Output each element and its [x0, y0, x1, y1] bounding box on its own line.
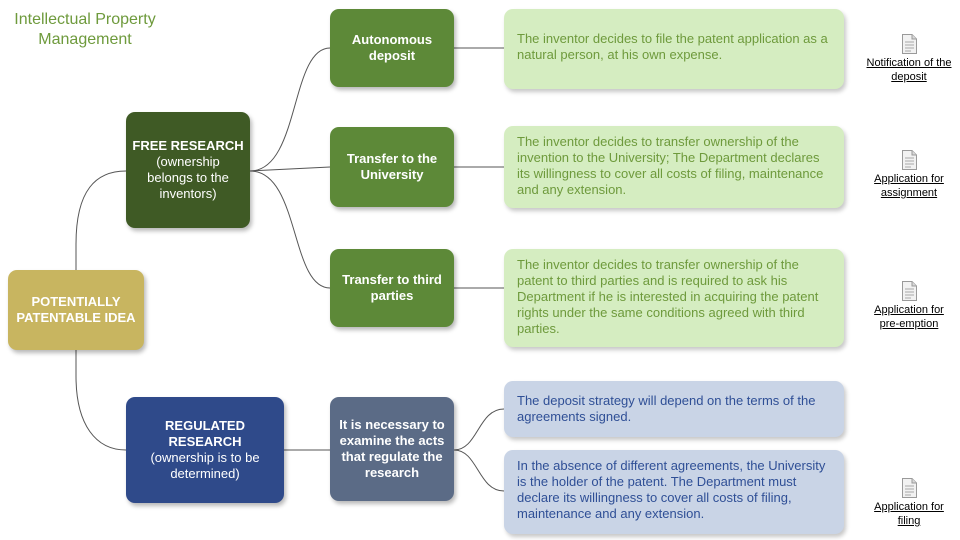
free-research-node: FREE RESEARCH (ownership belongs to the …: [126, 112, 250, 228]
autonomous-deposit-node: Autonomous deposit: [330, 9, 454, 87]
connector-free-third: [249, 170, 331, 289]
regulated-research-note: (ownership is to be determined): [150, 450, 260, 481]
university-description: The inventor decides to transfer ownersh…: [504, 126, 844, 208]
document-icon: [902, 34, 917, 54]
document-filing[interactable]: Application for filing: [864, 478, 954, 528]
document-assignment[interactable]: Application for assignment: [864, 150, 954, 200]
regulated-research-node: REGULATED RESEARCH (ownership is to be d…: [126, 397, 284, 503]
connector-root-free: [75, 170, 127, 270]
application-pre-emption-link[interactable]: Application for pre-emption: [874, 304, 944, 330]
application-assignment-link[interactable]: Application for assignment: [874, 173, 944, 199]
diagram-title: Intellectual Property Management: [14, 11, 156, 48]
connector-examine-strategy: [453, 408, 505, 451]
connector-examine-absence: [453, 449, 505, 492]
examine-acts-label: It is necessary to examine the acts that…: [339, 417, 445, 480]
free-research-heading: FREE RESEARCH: [132, 138, 244, 153]
strategy-description: The deposit strategy will depend on the …: [504, 381, 844, 437]
application-filing-link[interactable]: Application for filing: [874, 501, 944, 527]
document-notification[interactable]: Notification of the deposit: [864, 34, 954, 84]
transfer-third-parties-label: Transfer to third parties: [342, 272, 442, 303]
connector-free-autonomous: [249, 47, 331, 172]
root-label: POTENTIALLY PATENTABLE IDEA: [16, 294, 136, 325]
document-pre-emption[interactable]: Application for pre-emption: [864, 281, 954, 331]
transfer-university-node: Transfer to the University: [330, 127, 454, 207]
document-icon: [902, 478, 917, 498]
connector-free-university: [249, 166, 331, 172]
autonomous-description: The inventor decides to file the patent …: [504, 9, 844, 89]
document-icon: [902, 281, 917, 301]
document-icon: [902, 150, 917, 170]
regulated-research-heading: REGULATED RESEARCH: [165, 418, 245, 449]
autonomous-deposit-label: Autonomous deposit: [351, 32, 433, 63]
transfer-third-parties-node: Transfer to third parties: [330, 249, 454, 327]
examine-acts-node: It is necessary to examine the acts that…: [330, 397, 454, 501]
free-research-note: (ownership belongs to the inventors): [147, 154, 229, 201]
root-node-patentable-idea: POTENTIALLY PATENTABLE IDEA: [8, 270, 144, 350]
absence-description: In the absence of different agreements, …: [504, 450, 844, 534]
third-parties-description: The inventor decides to transfer ownersh…: [504, 249, 844, 347]
notification-deposit-link[interactable]: Notification of the deposit: [866, 57, 952, 83]
transfer-university-label: Transfer to the University: [346, 151, 438, 182]
connector-root-regulated: [75, 350, 127, 451]
